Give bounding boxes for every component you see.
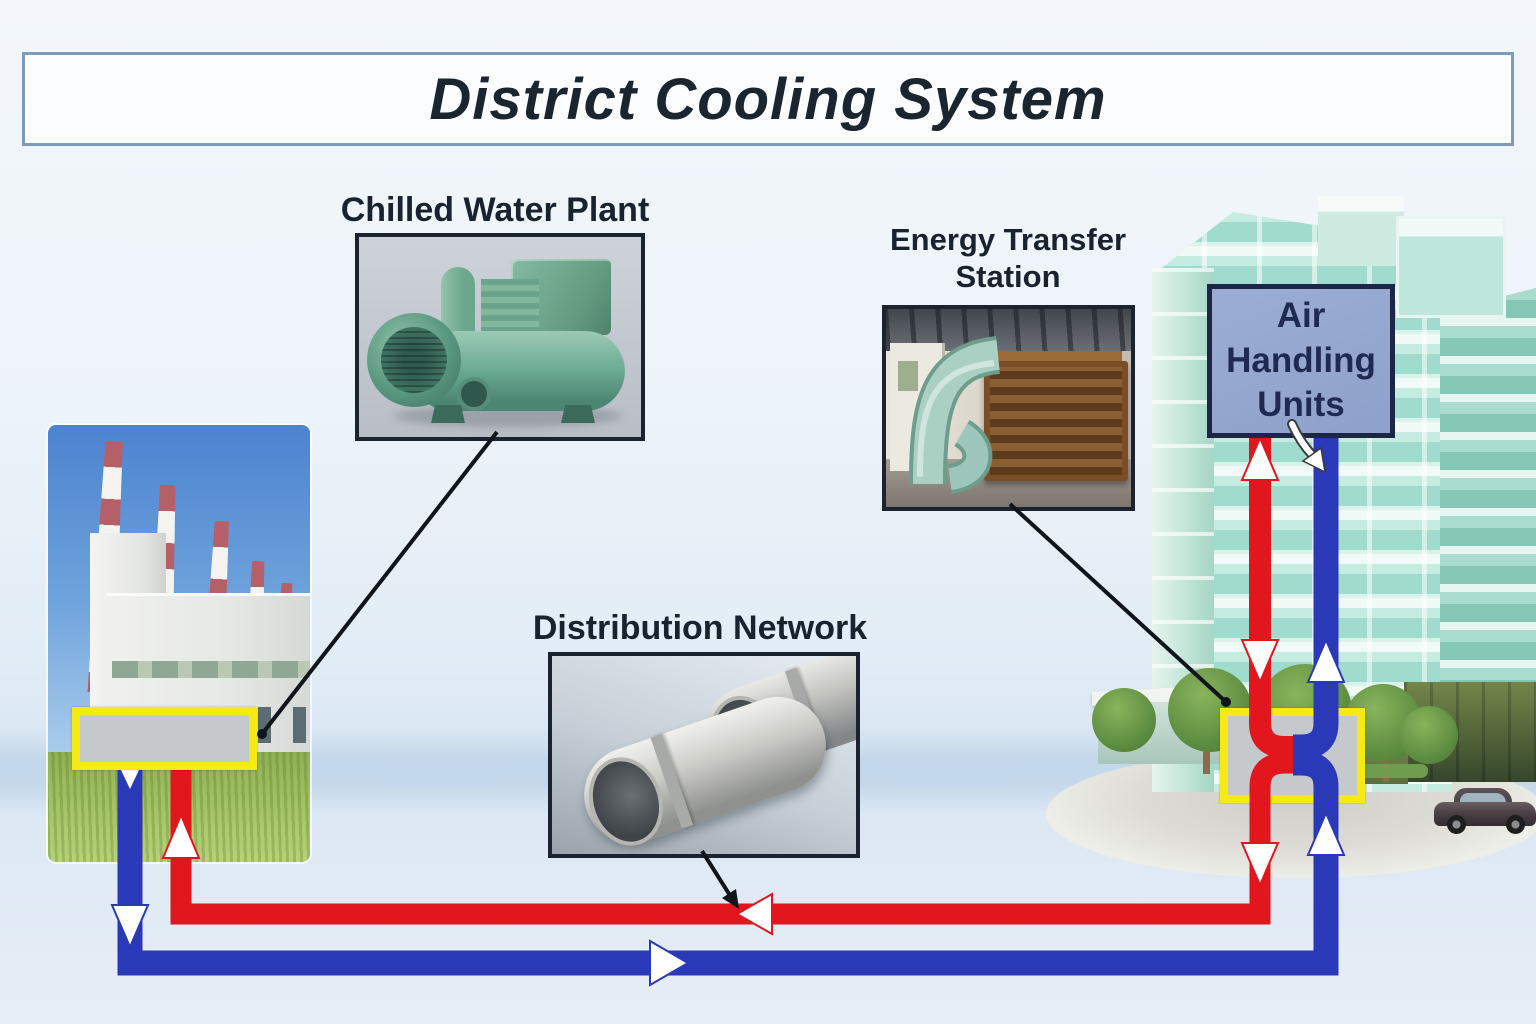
- label-energy-transfer-line1: Energy Transfer: [889, 222, 1127, 257]
- rooftop-structure: [1396, 216, 1506, 318]
- heat-exchanger-top: [978, 351, 1122, 363]
- tree: [1400, 706, 1458, 764]
- flow-arrow-right-icon: [649, 939, 690, 987]
- connector-dot-icon: [1221, 697, 1231, 707]
- connector-chiller-to-plant: [260, 430, 499, 736]
- flow-arrow-down-icon: [1240, 639, 1280, 685]
- pipe-notch-icon: [121, 770, 139, 789]
- flow-arrow-up-icon: [1306, 637, 1346, 683]
- car: [1434, 784, 1536, 834]
- flow-arrow-up-icon: [1306, 810, 1346, 856]
- chiller-motor-grille: [381, 327, 447, 393]
- connector-arrowhead-icon: [722, 889, 739, 909]
- ahu-return-riser: [1249, 413, 1293, 758]
- flow-arrow-left-icon: [734, 892, 773, 936]
- heat-exchanger: [984, 361, 1128, 481]
- ahu-label-line1: Air: [1276, 295, 1326, 335]
- car-wheel: [1506, 815, 1525, 834]
- ahu-label-line3: Units: [1257, 385, 1345, 425]
- title-banner: District Cooling System: [22, 52, 1514, 146]
- photo-cooling-plant: [48, 425, 310, 862]
- ets-connection-box: [1220, 708, 1365, 803]
- label-energy-transfer-station: Energy Transfer Station: [862, 222, 1154, 295]
- ahu-label-line2: Handling: [1226, 340, 1376, 380]
- label-energy-transfer-line2: Station: [955, 258, 1061, 294]
- tree: [1092, 688, 1156, 752]
- ets-poster: [898, 361, 918, 391]
- flow-arrow-up-icon: [161, 812, 201, 859]
- photo-chilled-water-plant: [355, 233, 645, 441]
- car-wheel: [1447, 815, 1466, 834]
- plant-window-strip: [112, 661, 310, 678]
- rooftop-structure: [1318, 196, 1404, 266]
- flow-arrow-up-icon: [1240, 435, 1280, 481]
- label-distribution-network: Distribution Network: [532, 609, 868, 647]
- connector-dot-icon: [257, 729, 267, 739]
- cursor-arrow-icon: [1287, 419, 1326, 474]
- page-title: District Cooling System: [429, 66, 1107, 132]
- photo-energy-transfer-station: [882, 305, 1135, 511]
- flow-arrow-down-icon: [110, 904, 150, 950]
- warm-return-pipe: [170, 752, 1293, 925]
- flow-arrow-down-icon: [1240, 842, 1280, 888]
- ets-green-pipe: [909, 336, 1001, 494]
- tree-trunk: [1203, 740, 1210, 774]
- chiller-leg: [561, 405, 595, 423]
- chiller-port: [457, 377, 491, 411]
- label-chilled-water-plant: Chilled Water Plant: [340, 191, 650, 229]
- plant-connection-box: [72, 707, 257, 770]
- ahu-box: Air Handling Units: [1207, 284, 1395, 438]
- connector-ets-to-box: [1008, 502, 1228, 704]
- chiller-frame: [481, 279, 539, 333]
- connector-dist-to-pipe: [700, 849, 733, 899]
- chilled-supply-pipe: [117, 750, 1339, 976]
- chiller-leg: [431, 405, 465, 423]
- ahu-supply-riser: [1293, 413, 1339, 760]
